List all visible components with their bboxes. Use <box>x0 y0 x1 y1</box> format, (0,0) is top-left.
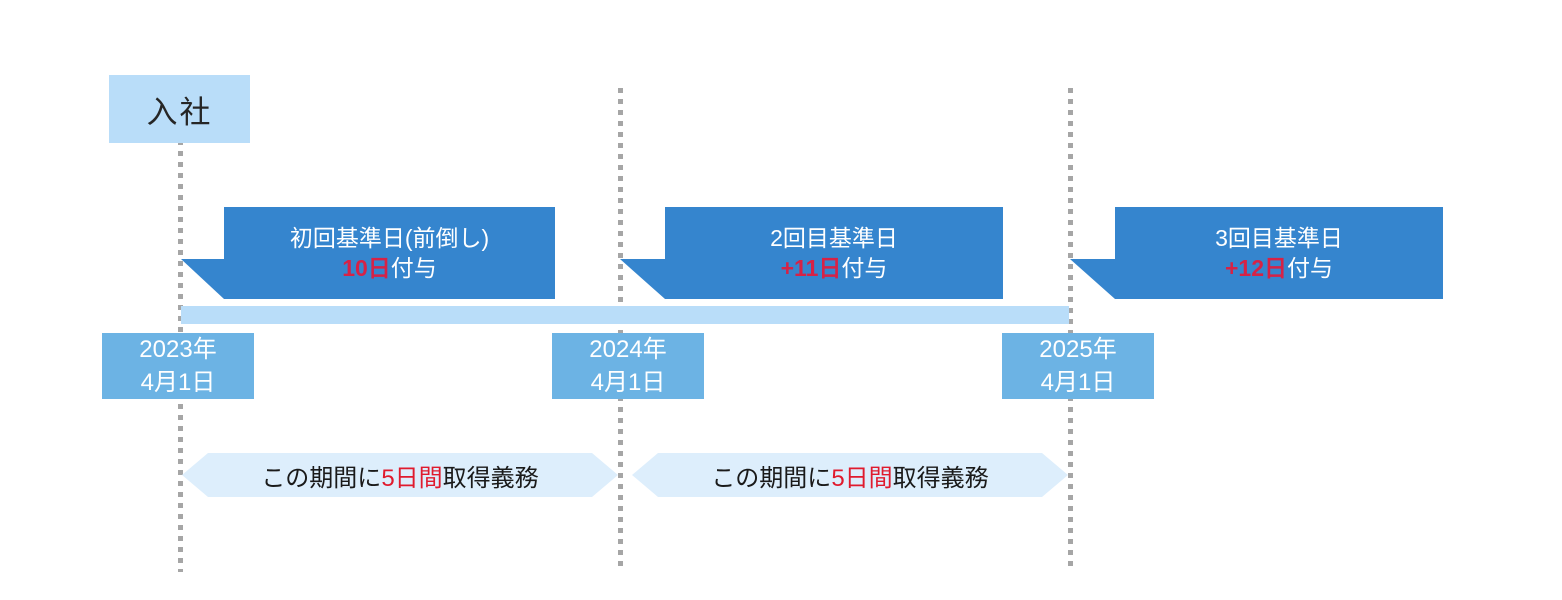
callout-first-grant-body: 初回基準日(前倒し) 10日付与 <box>224 207 555 299</box>
callout-third-grant-suffix: 付与 <box>1287 255 1333 281</box>
callout-second-grant-tail <box>620 259 665 299</box>
date-box-2024-year: 2024年 <box>589 336 667 363</box>
callout-first-grant-amount: 10日付与 <box>342 253 437 283</box>
date-box-2024: 2024年 4月1日 <box>552 333 704 399</box>
callout-second-grant-suffix: 付与 <box>841 255 888 281</box>
duty-banner-period-2-days: 5日間 <box>831 464 893 492</box>
callout-second-grant: 2回目基準日 +11日付与 <box>620 207 1003 299</box>
duty-banner-period-1-prefix: この期間に <box>261 464 382 492</box>
callout-third-grant: 3回目基準日 +12日付与 <box>1070 207 1443 299</box>
callout-third-grant-title: 3回目基準日 <box>1215 225 1343 251</box>
guideline-2025 <box>1068 88 1073 572</box>
callout-third-grant-tail <box>1070 259 1115 299</box>
date-box-2023-year: 2023年 <box>139 336 217 363</box>
callout-second-grant-amount: +11日付与 <box>781 253 888 283</box>
callout-third-grant-days: +12日 <box>1224 255 1287 281</box>
date-box-2023: 2023年 4月1日 <box>102 333 254 399</box>
guideline-2024 <box>618 88 623 572</box>
date-box-2025-day: 4月1日 <box>1040 369 1116 396</box>
callout-first-grant-tail <box>181 259 224 299</box>
duty-banner-period-1-days: 5日間 <box>381 464 443 492</box>
callout-second-grant-title: 2回目基準日 <box>770 225 898 251</box>
date-box-2023-day: 4月1日 <box>140 369 216 396</box>
duty-banner-period-1-suffix: 取得義務 <box>442 464 539 492</box>
date-box-2025-year: 2025年 <box>1039 336 1117 363</box>
date-box-2024-day: 4月1日 <box>590 369 666 396</box>
callout-third-grant-amount: +12日付与 <box>1225 253 1333 283</box>
duty-banner-period-1: この期間に5日間取得義務 <box>182 453 618 497</box>
timeline-bar <box>181 306 1069 324</box>
entry-label-text: 入社 <box>146 94 213 130</box>
callout-first-grant-title: 初回基準日(前倒し) <box>289 225 490 251</box>
callout-first-grant-days: 10日 <box>342 255 391 281</box>
duty-banner-period-2-suffix: 取得義務 <box>892 464 989 492</box>
callout-third-grant-body: 3回目基準日 +12日付与 <box>1115 207 1443 299</box>
entry-label-box: 入社 <box>109 75 250 143</box>
date-box-2025: 2025年 4月1日 <box>1002 333 1154 399</box>
duty-banner-period-1-text: この期間に5日間取得義務 <box>261 458 538 493</box>
callout-first-grant: 初回基準日(前倒し) 10日付与 <box>181 207 555 299</box>
duty-banner-period-2-prefix: この期間に <box>711 464 832 492</box>
callout-first-grant-suffix: 付与 <box>390 255 437 281</box>
callout-second-grant-body: 2回目基準日 +11日付与 <box>665 207 1003 299</box>
duty-banner-period-2: この期間に5日間取得義務 <box>632 453 1068 497</box>
callout-second-grant-days: +11日 <box>780 255 842 281</box>
duty-banner-period-2-text: この期間に5日間取得義務 <box>711 458 988 493</box>
